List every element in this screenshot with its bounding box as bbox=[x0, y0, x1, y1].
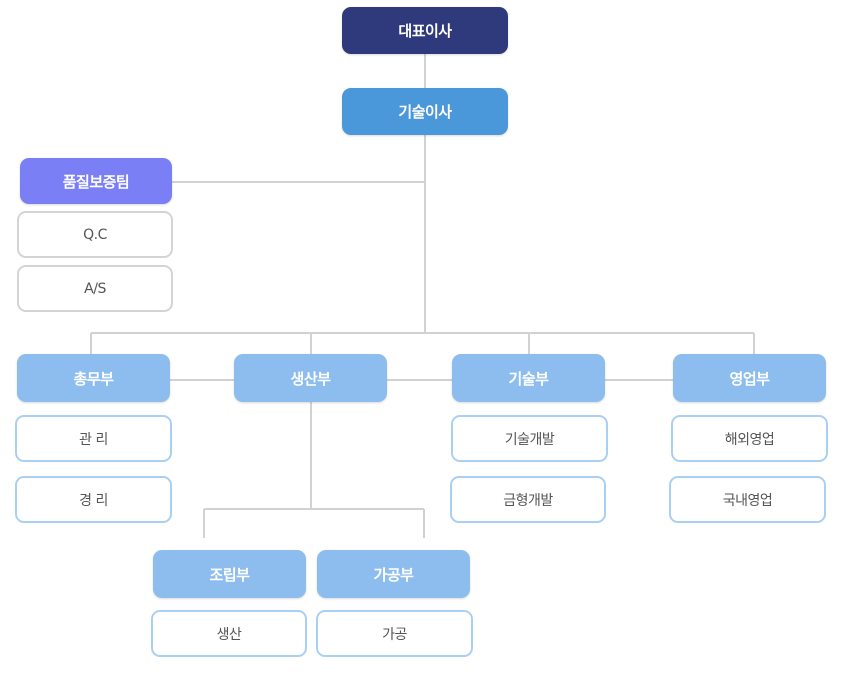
dept-tech-box: 기술부 bbox=[452, 354, 605, 402]
admin-item-accounting: 경 리 bbox=[15, 476, 172, 523]
ceo-box: 대표이사 bbox=[342, 7, 508, 54]
dept-sales-box: 영업부 bbox=[673, 354, 826, 402]
sales-item-overseas: 해외영업 bbox=[671, 415, 828, 462]
dept-admin-box: 총무부 bbox=[17, 354, 170, 402]
assembly-item-production: 생산 bbox=[151, 610, 307, 657]
tech-item-mold: 금형개발 bbox=[450, 476, 606, 523]
admin-item-management: 관 리 bbox=[15, 415, 172, 462]
cto-box: 기술이사 bbox=[342, 88, 508, 135]
dept-production-box: 생산부 bbox=[234, 354, 387, 402]
processing-item-machining: 가공 bbox=[316, 610, 473, 657]
production-sub-processing-box: 가공부 bbox=[317, 550, 470, 598]
sales-item-domestic: 국내영업 bbox=[669, 476, 826, 523]
qa-item-qc: Q.C bbox=[17, 211, 173, 258]
production-sub-assembly-box: 조립부 bbox=[153, 550, 306, 598]
qa-item-as: A/S bbox=[17, 265, 173, 312]
tech-item-dev: 기술개발 bbox=[451, 415, 608, 462]
qa-team-box: 품질보증팀 bbox=[20, 158, 172, 204]
